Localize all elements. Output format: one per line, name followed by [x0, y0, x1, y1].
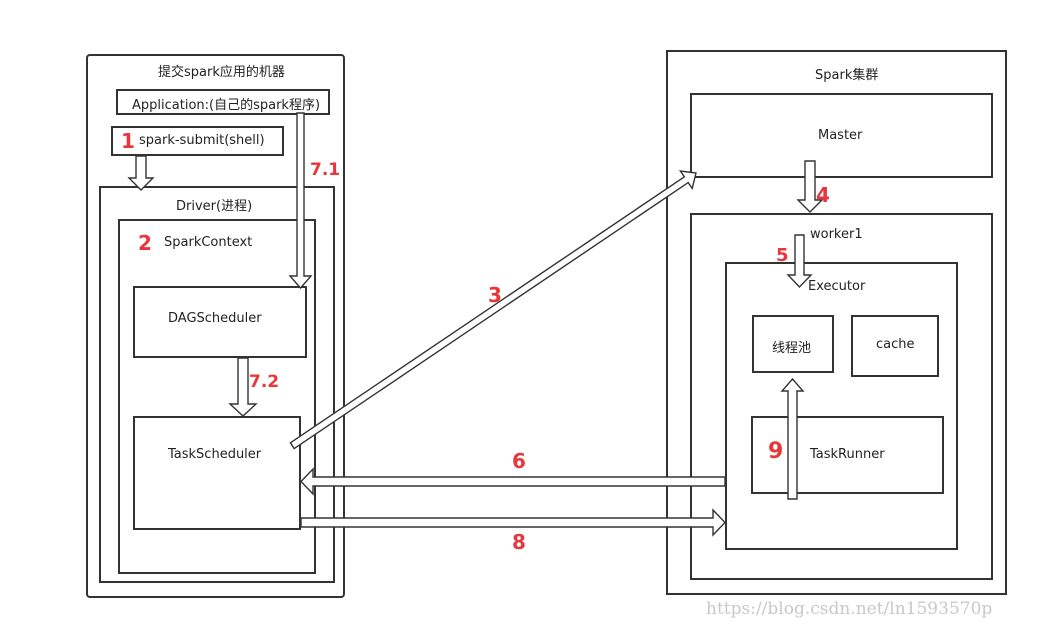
spark-cluster-title: Spark集群 [815, 68, 879, 83]
worker-title: worker1 [810, 227, 863, 242]
executor-box [725, 262, 958, 550]
step-8-number: 8 [512, 530, 526, 554]
thread-pool-box [752, 315, 834, 373]
executor-title: Executor [808, 279, 866, 294]
task-runner-label: TaskRunner [810, 447, 885, 462]
task-scheduler-box [133, 416, 301, 530]
driver-title: Driver(进程) [176, 199, 253, 214]
task-runner-box [751, 416, 944, 494]
spark-submit-box [111, 126, 284, 156]
step-4-number: 4 [816, 183, 830, 207]
arrow-step-6 [300, 467, 726, 496]
step-2-number: 2 [138, 231, 152, 255]
watermark: https://blog.csdn.net/ln1593570p [706, 599, 993, 619]
spark-submit-label: spark-submit(shell) [139, 133, 265, 148]
application-label: Application:(自己的spark程序) [132, 98, 321, 113]
task-scheduler-label: TaskScheduler [168, 447, 262, 462]
arrow-step-8 [300, 508, 726, 537]
step-6-number: 6 [512, 449, 526, 473]
step-7-2-number: 7.2 [249, 372, 280, 392]
arrow-step-7-1 [288, 112, 313, 290]
thread-pool-label: 线程池 [772, 341, 812, 356]
step-1-number: 1 [121, 129, 135, 153]
spark-context-label: SparkContext [164, 235, 253, 250]
arrow-step-7-2 [228, 357, 258, 417]
cache-box [851, 315, 939, 377]
step-7-1-number: 7.1 [310, 160, 341, 180]
step-3-number: 3 [488, 283, 502, 307]
master-label: Master [818, 128, 863, 143]
arrow-step-4 [796, 160, 824, 213]
dag-scheduler-box [133, 286, 307, 358]
arrow-step-3 [289, 170, 697, 450]
arrow-step-5 [786, 234, 813, 289]
application-box [116, 89, 330, 115]
master-box [690, 93, 993, 178]
arrow-step-1 [127, 155, 155, 191]
dag-scheduler-label: DAGScheduler [168, 311, 262, 326]
arrow-step-9 [780, 377, 805, 500]
step-9-number: 9 [768, 439, 784, 464]
submit-machine-title: 提交spark应用的机器 [158, 65, 285, 80]
step-5-number: 5 [776, 245, 789, 266]
cache-label: cache [876, 337, 915, 352]
